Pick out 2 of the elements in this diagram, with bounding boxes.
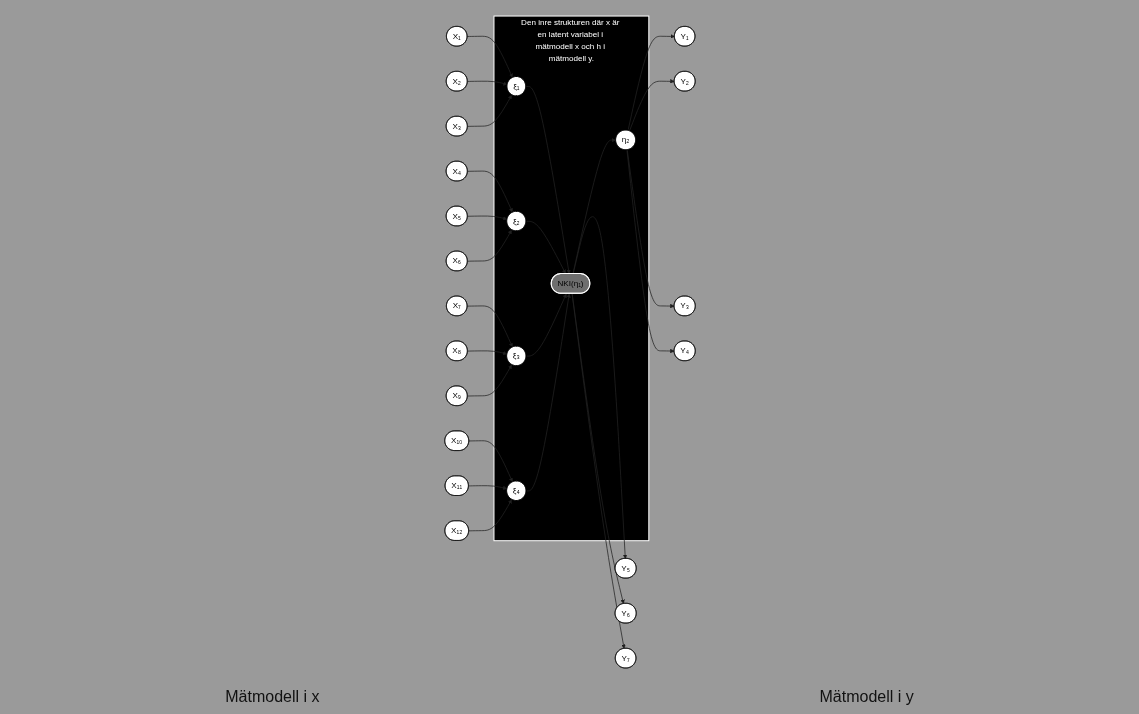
model-label: Mätmodell i y (819, 688, 914, 706)
model-label: Mätmodell i x (225, 688, 320, 706)
